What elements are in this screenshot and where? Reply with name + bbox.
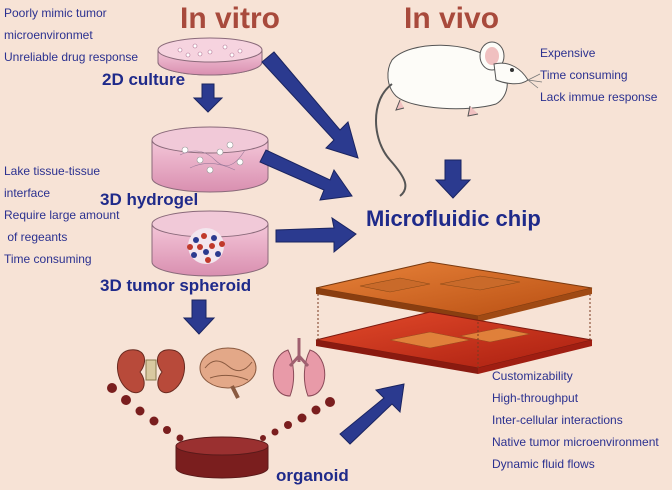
mouse-icon [375,41,543,197]
petri-dish-2d-icon [157,37,263,76]
in-vivo-title: In vivo [404,2,500,35]
note-line: Customizability [492,369,573,383]
note-line: microenvironmet [4,28,93,42]
hydrogel-notes: Lake tissue-tissue interface Require lar… [4,160,119,270]
chip-layer-icon [315,261,593,374]
in-vitro-title: In vitro [180,2,281,35]
organoid-dish-icon [175,436,269,479]
lung-icon [272,338,326,397]
spheroid-dish-icon [151,210,269,277]
note-line: Inter-cellular interactions [492,413,623,427]
dotted-path [107,383,335,442]
stage-3d-spheroid: 3D tumor spheroid [100,276,252,295]
hydrogel-dish-icon [151,126,269,193]
note-line: Dynamic fluid flows [492,457,595,471]
note-line: of regeants [4,230,68,244]
stage-2d-culture: 2D culture [102,70,186,89]
in-vivo-notes: Expensive Time consuming Lack immue resp… [540,42,657,108]
kidney-icon [117,349,185,394]
note-line: interface [4,186,51,200]
note-line: Expensive [540,46,596,60]
note-line: Poorly mimic tumor [4,6,107,20]
stage-3d-hydrogel: 3D hydrogel [100,190,199,209]
note-line: Unreliable drug response [4,50,139,64]
note-line: Require large amount [4,208,120,222]
chip-notes: Customizability High-throughput Inter-ce… [492,365,659,475]
stage-organoid: organoid [276,466,349,485]
note-line: Time consuming [540,68,628,82]
culture-2d-notes: Poorly mimic tumor microenvironmet Unrel… [4,2,138,68]
note-line: Time consuming [4,252,92,266]
note-line: Lack immue response [540,90,658,104]
note-line: High-throughput [492,391,579,405]
note-line: Lake tissue-tissue [4,164,101,178]
brain-icon [199,347,257,399]
arrows [182,51,472,445]
note-line: Native tumor microenvironment [492,435,659,449]
stage-microfluidic-chip: Microfluidic chip [366,206,541,231]
